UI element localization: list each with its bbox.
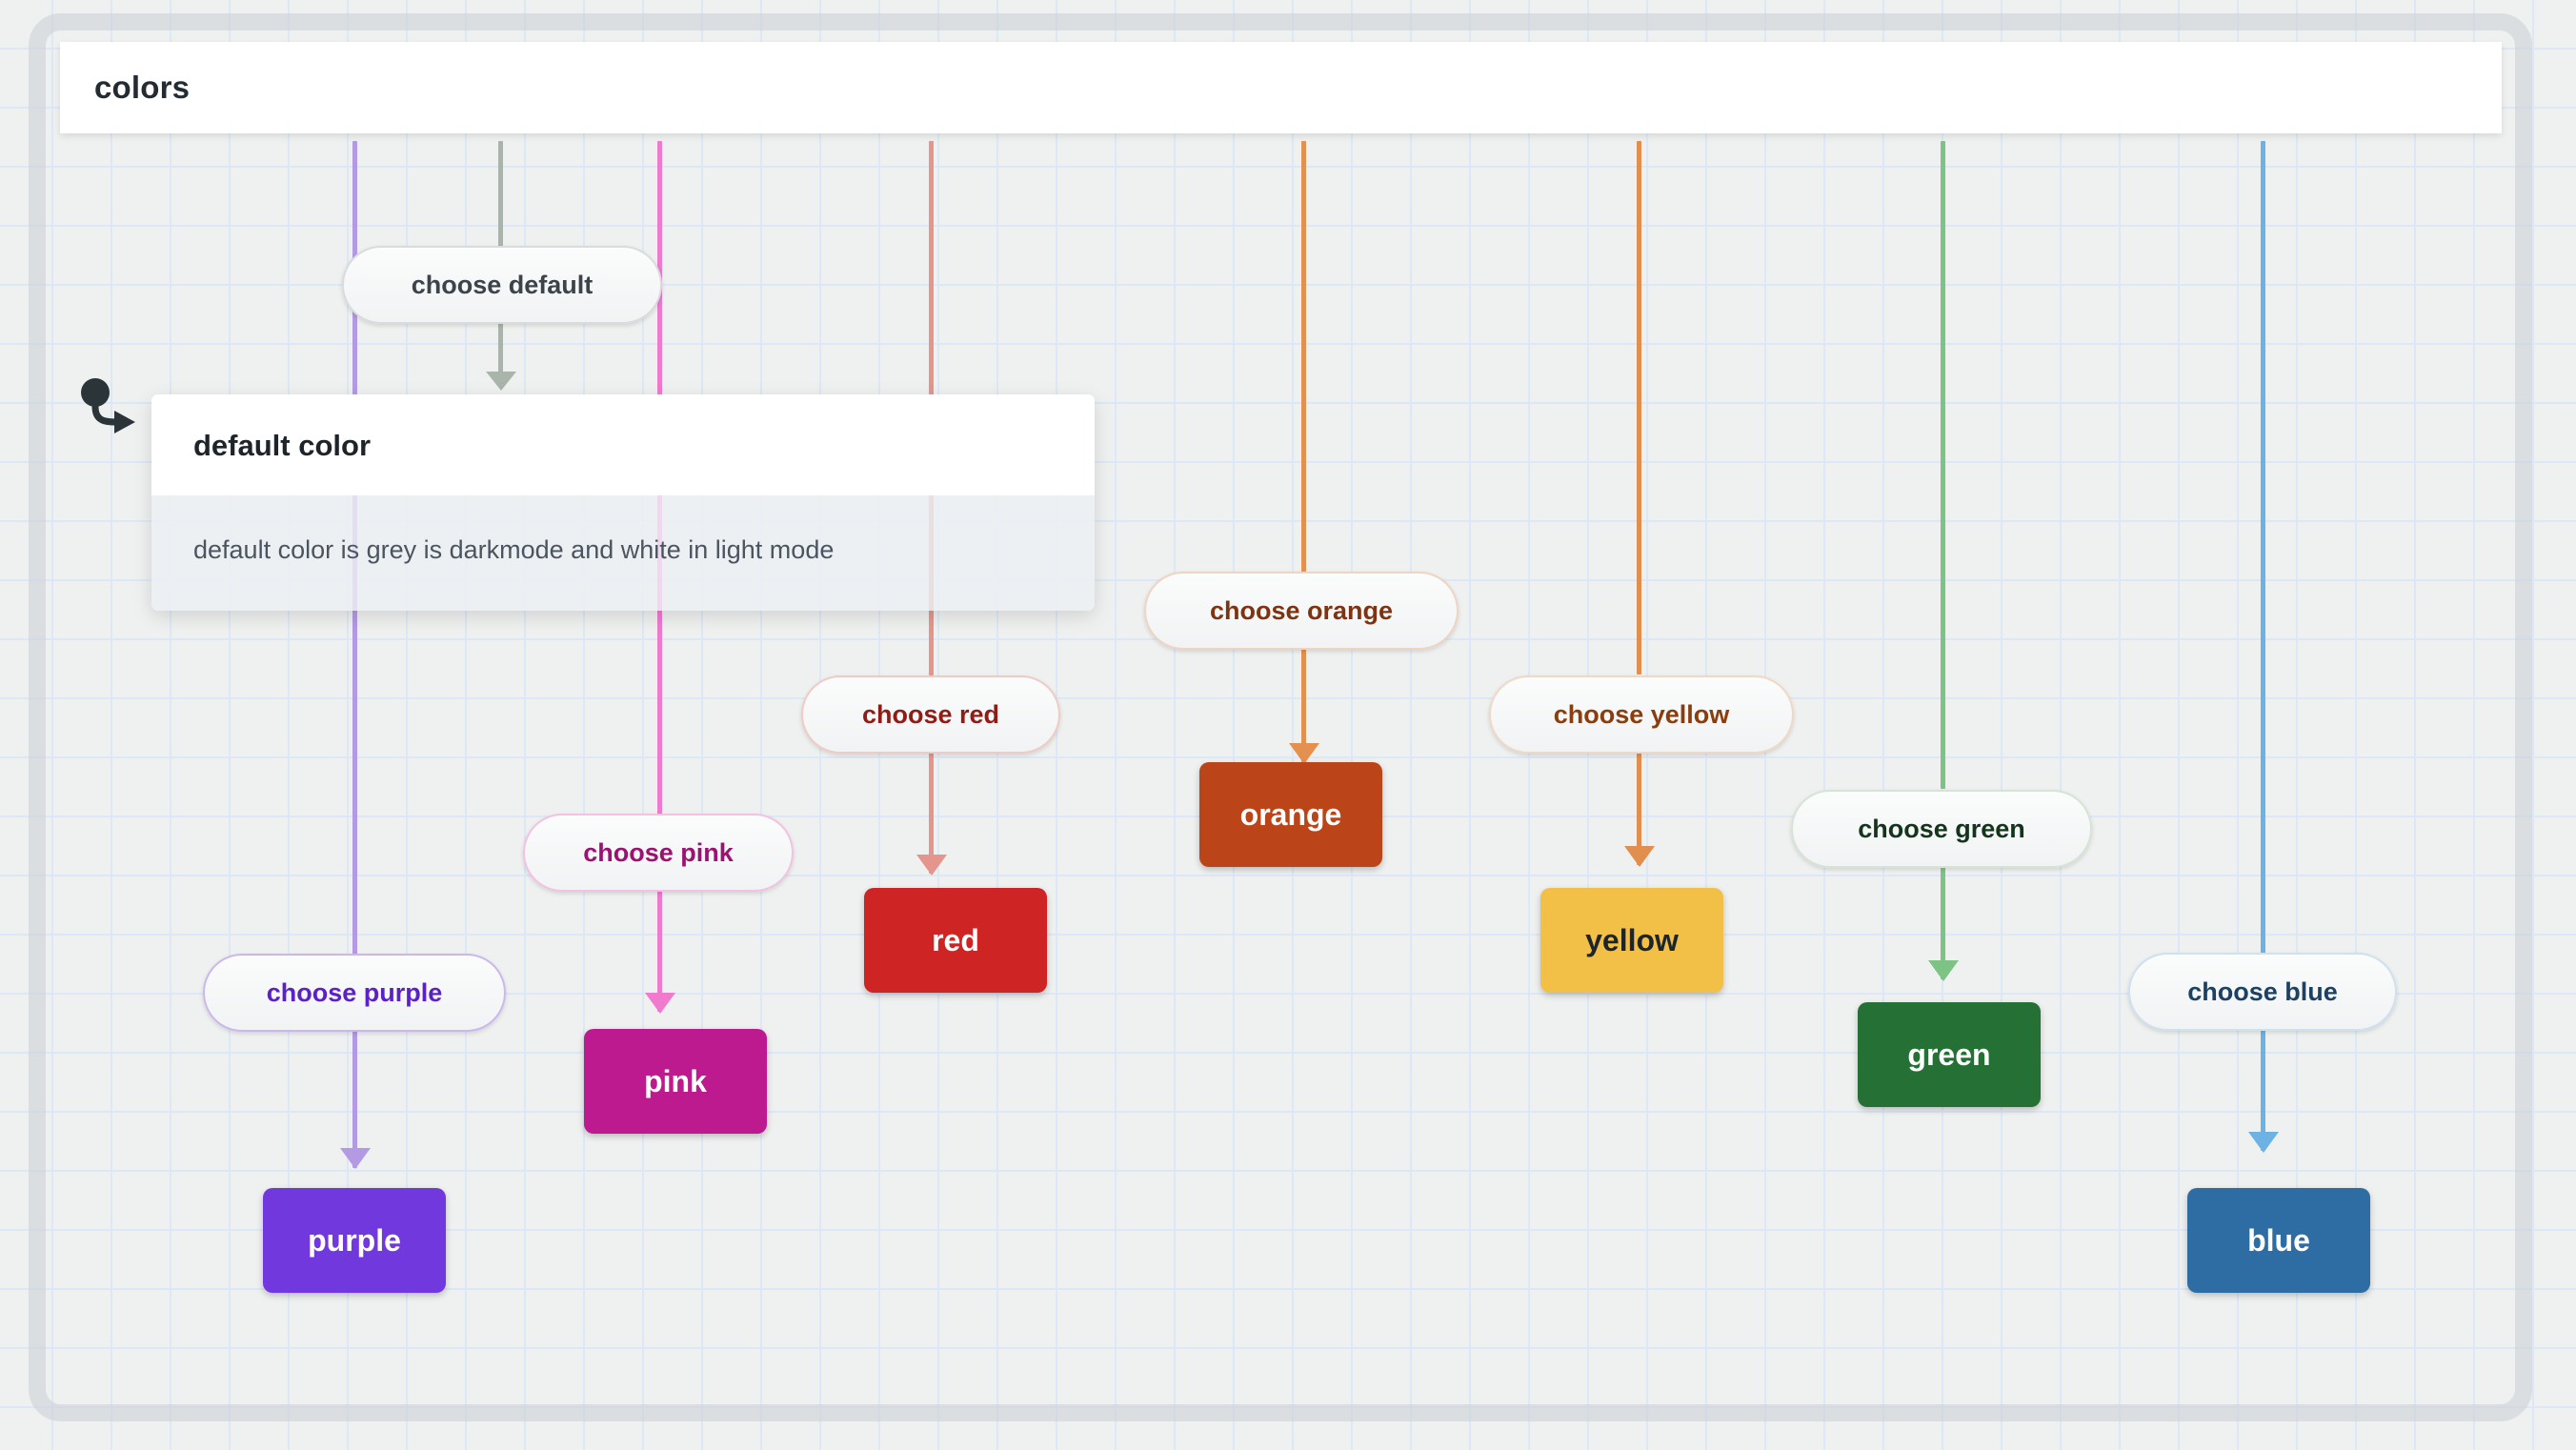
- pill-choose-default[interactable]: choose default: [342, 246, 662, 324]
- connector-line-green-top: [1941, 141, 1945, 789]
- color-box-pink[interactable]: pink: [584, 1029, 767, 1134]
- color-box-yellow-label: yellow: [1585, 922, 1679, 957]
- pill-choose-default-label: choose default: [411, 270, 594, 299]
- pill-choose-red[interactable]: choose red: [801, 675, 1060, 754]
- color-box-blue[interactable]: blue: [2187, 1188, 2370, 1293]
- color-box-green-label: green: [1907, 1037, 1991, 1072]
- pill-choose-green-label: choose green: [1858, 814, 2025, 843]
- connector-arrow-orange: [1289, 743, 1319, 764]
- pill-choose-green[interactable]: choose green: [1791, 790, 2092, 868]
- pill-choose-yellow[interactable]: choose yellow: [1489, 675, 1794, 754]
- pill-choose-purple-label: choose purple: [266, 977, 443, 1007]
- pill-choose-red-label: choose red: [861, 699, 1000, 729]
- pill-choose-purple[interactable]: choose purple: [203, 954, 506, 1032]
- connector-line-yellow-top: [1637, 141, 1641, 675]
- pill-choose-orange-label: choose orange: [1209, 595, 1394, 625]
- color-box-blue-label: blue: [2247, 1222, 2310, 1258]
- connector-arrow-purple: [340, 1148, 371, 1169]
- pill-choose-blue[interactable]: choose blue: [2128, 953, 2397, 1031]
- page-title: colors: [94, 70, 191, 105]
- color-box-green[interactable]: green: [1858, 1002, 2041, 1107]
- connector-line-green-bottom: [1941, 865, 1945, 979]
- connector-line-yellow-bottom: [1637, 751, 1641, 865]
- connector-line-orange-top: [1301, 141, 1306, 572]
- color-box-red-label: red: [932, 922, 979, 957]
- pill-choose-pink-label: choose pink: [583, 837, 734, 867]
- color-box-red[interactable]: red: [864, 888, 1047, 993]
- color-box-purple[interactable]: purple: [263, 1188, 446, 1293]
- connector-arrow-red: [916, 855, 947, 876]
- connector-line-blue-bottom: [2261, 1027, 2265, 1151]
- pill-choose-orange[interactable]: choose orange: [1144, 572, 1459, 650]
- pill-choose-blue-label: choose blue: [2187, 977, 2338, 1006]
- connector-arrow-default: [486, 372, 516, 391]
- tooltip-card[interactable]: default color default color is grey is d…: [151, 394, 1095, 611]
- connector-arrow-yellow: [1624, 846, 1655, 867]
- color-box-pink-label: pink: [644, 1063, 707, 1098]
- tooltip-title: default color: [151, 394, 1095, 495]
- tooltip-body: default color is grey is darkmode and wh…: [151, 495, 1095, 611]
- color-box-orange[interactable]: orange: [1199, 762, 1382, 867]
- pill-choose-yellow-label: choose yellow: [1553, 699, 1730, 729]
- header-bar: colors: [60, 42, 2502, 133]
- connector-arrow-green: [1928, 960, 1959, 981]
- pointer-click-arrow-icon: [76, 376, 143, 443]
- connector-line-purple-bottom: [352, 1027, 357, 1168]
- color-box-orange-label: orange: [1239, 796, 1342, 832]
- connector-line-orange-bottom: [1301, 648, 1306, 762]
- color-box-purple-label: purple: [308, 1222, 401, 1258]
- color-box-yellow[interactable]: yellow: [1540, 888, 1723, 993]
- pill-choose-pink[interactable]: choose pink: [523, 814, 794, 892]
- connector-line-red-bottom: [929, 750, 934, 874]
- connector-arrow-pink: [645, 993, 675, 1014]
- connector-arrow-blue: [2248, 1132, 2279, 1153]
- connector-line-pink-bottom: [657, 888, 662, 1012]
- connector-line-blue-top: [2261, 141, 2265, 956]
